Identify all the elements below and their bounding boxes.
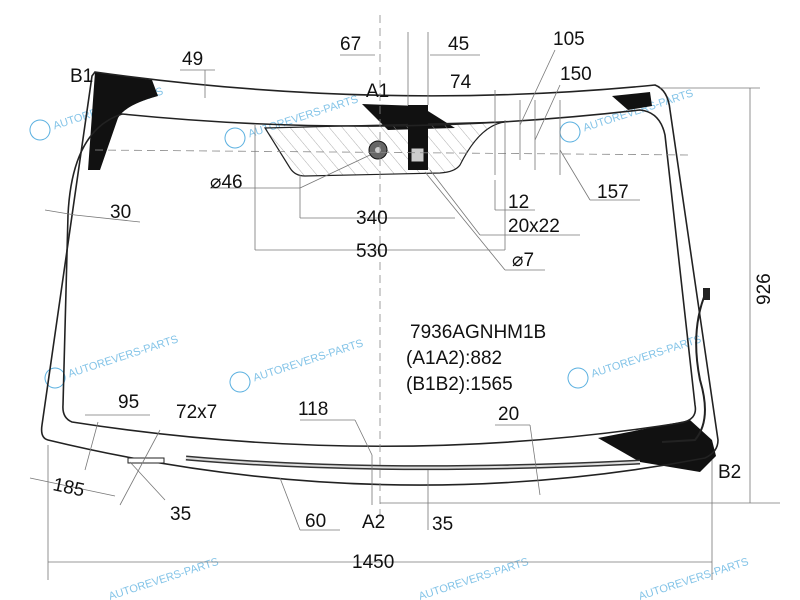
part-code: 7936AGNHM1B: [410, 322, 546, 343]
black-band-top-right: [612, 92, 652, 110]
dim-340: 340: [356, 208, 388, 229]
watermark-text: AUTOREVERS-PARTS: [637, 556, 750, 600]
dim-35-center: 35: [432, 514, 453, 535]
dim-phi7: ⌀7: [512, 250, 534, 271]
watermark-text: AUTOREVERS-PARTS: [590, 333, 703, 380]
dim-105: 105: [553, 29, 585, 50]
dim-12: 12: [508, 192, 529, 213]
dim-150: 150: [560, 64, 592, 85]
dim-530: 530: [356, 241, 388, 262]
dim-118: 118: [298, 399, 328, 420]
dim-157: 157: [597, 182, 629, 203]
point-a2: A2: [362, 512, 385, 533]
dim-60: 60: [305, 511, 326, 532]
black-band-top-left: [88, 72, 158, 170]
dim-49: 49: [182, 49, 203, 70]
dim-30: 30: [110, 202, 131, 223]
heater-terminal: [127, 457, 165, 464]
point-a1: A1: [366, 81, 389, 102]
dim-74: 74: [450, 72, 472, 93]
watermark-text: AUTOREVERS-PARTS: [67, 333, 180, 380]
a1a2-length: (A1A2):882: [406, 348, 502, 369]
watermark-text: AUTOREVERS-PARTS: [107, 556, 220, 600]
dim-45: 45: [448, 34, 469, 55]
dimension-lines: [29, 32, 780, 580]
watermark-text: AUTOREVERS-PARTS: [252, 337, 365, 384]
connector-wire: [661, 291, 707, 443]
dim-phi46: ⌀46: [210, 172, 243, 193]
point-b2: B2: [718, 462, 741, 483]
dim-185: 185: [51, 474, 86, 501]
black-band-bottom-right: [598, 420, 716, 472]
dim-926: 926: [754, 273, 775, 305]
dim-20x22: 20x22: [508, 216, 560, 237]
dim-95: 95: [118, 392, 139, 413]
dim-35-left: 35: [170, 504, 191, 525]
dim-1450: 1450: [352, 552, 394, 573]
glass-inner: [62, 109, 697, 448]
dim-72x7: 72x7: [176, 402, 217, 423]
dim-67: 67: [340, 34, 361, 55]
glass-outer: [40, 71, 719, 486]
b1b2-length: (B1B2):1565: [406, 374, 513, 395]
point-b1: B1: [70, 66, 93, 87]
dim-20: 20: [498, 404, 519, 425]
watermark-text: AUTOREVERS-PARTS: [417, 556, 530, 600]
